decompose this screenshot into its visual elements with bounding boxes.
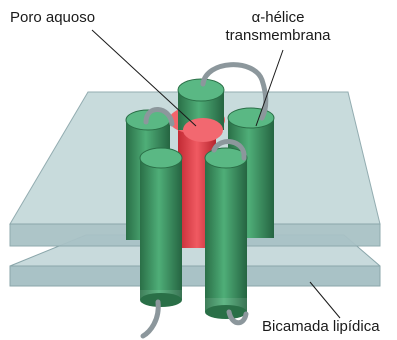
helix-loop-bottom-left bbox=[143, 302, 158, 336]
helix-label-line2: transmembrana bbox=[204, 27, 352, 45]
pore-label: Poro aquoso bbox=[10, 9, 95, 27]
helix-label: α-hélice transmembrana bbox=[204, 9, 352, 45]
transmembrane-helix-front-right bbox=[205, 148, 247, 298]
pore-opening bbox=[183, 118, 223, 142]
transmembrane-helix-front-left bbox=[140, 148, 182, 290]
bilayer-leader-line bbox=[310, 282, 340, 318]
bilayer-label: Bicamada lipídica bbox=[262, 318, 380, 336]
helix-label-line1: α-hélice bbox=[204, 9, 352, 27]
